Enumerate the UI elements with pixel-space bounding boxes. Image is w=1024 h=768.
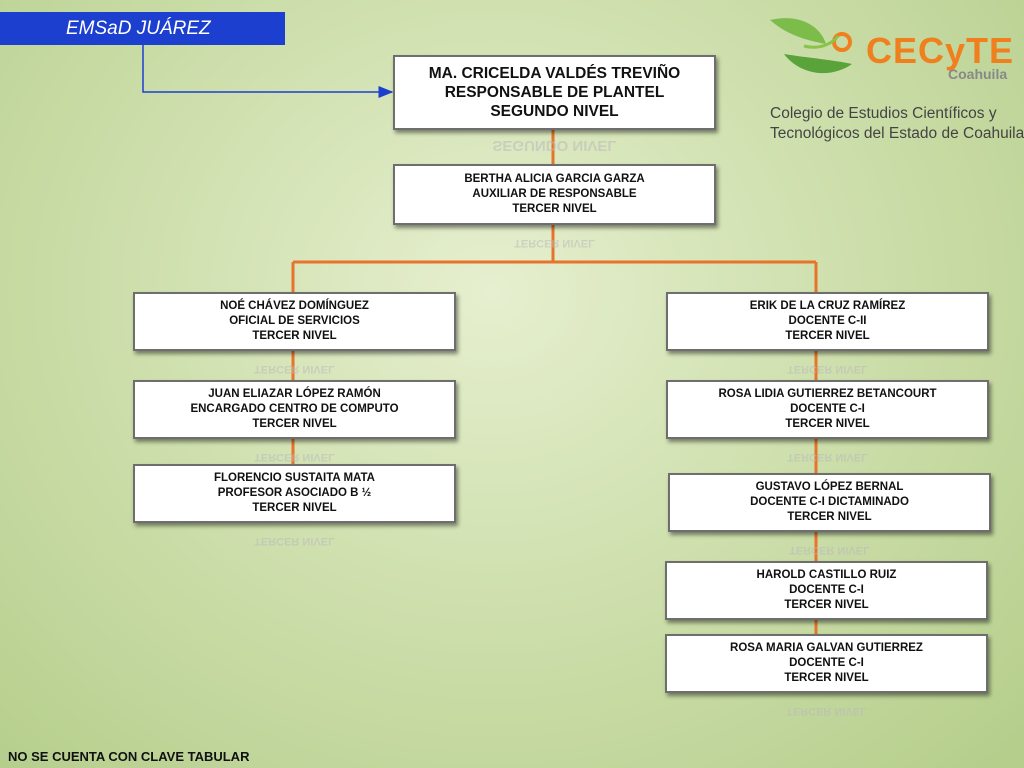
org-box-name: BERTHA ALICIA GARCIA GARZA	[464, 173, 645, 185]
org-box-left-1: NOÉ CHÁVEZ DOMÍNGUEZ OFICIAL DE SERVICIO…	[133, 292, 456, 351]
org-box-role: PROFESOR ASOCIADO B ½	[217, 487, 372, 499]
org-box-name: JUAN ELIAZAR LÓPEZ RAMÓN	[208, 388, 381, 400]
org-box-top: MA. CRICELDA VALDÉS TREVIÑO RESPONSABLE …	[393, 55, 716, 130]
logo-full-name: Colegio de Estudios Científicos y Tecnol…	[770, 104, 1024, 144]
org-box-name: MA. CRICELDA VALDÉS TREVIÑO	[428, 65, 681, 82]
org-box-right-1: ERIK DE LA CRUZ RAMÍREZ DOCENTE C-II TER…	[666, 292, 989, 351]
org-box-role: RESPONSABLE DE PLANTEL	[444, 84, 665, 101]
org-box-level: TERCER NIVEL	[785, 418, 870, 430]
org-box-left-2: JUAN ELIAZAR LÓPEZ RAMÓN ENCARGADO CENTR…	[133, 380, 456, 439]
reflection: SEGUNDO NIVEL	[492, 137, 617, 154]
org-box-level: TERCER NIVEL	[252, 418, 337, 430]
org-box-name: NOÉ CHÁVEZ DOMÍNGUEZ	[220, 300, 369, 312]
org-box-name: HAROLD CASTILLO RUIZ	[756, 569, 897, 581]
org-box-level: TERCER NIVEL	[784, 672, 869, 684]
logo-full-line2: Tecnológicos del Estado de Coahuila	[770, 125, 1024, 142]
reflection: TERCER NIVEL	[254, 451, 335, 463]
reflection: TERCER NIVEL	[786, 705, 867, 717]
org-box-right-3: GUSTAVO LÓPEZ BERNAL DOCENTE C-I DICTAMI…	[668, 473, 991, 532]
org-box-role: DOCENTE C-I	[789, 657, 864, 669]
org-box-right-4: HAROLD CASTILLO RUIZ DOCENTE C-I TERCER …	[665, 561, 988, 620]
org-box-level: TERCER NIVEL	[512, 203, 597, 215]
org-box-left-3: FLORENCIO SUSTAITA MATA PROFESOR ASOCIAD…	[133, 464, 456, 523]
leaf-emblem-icon	[770, 18, 852, 74]
org-box-assistant: BERTHA ALICIA GARCIA GARZA AUXILIAR DE R…	[393, 164, 716, 225]
header-arrow	[142, 45, 394, 98]
logo-full-line1: Colegio de Estudios Científicos y	[770, 105, 997, 122]
org-box-name: ROSA LIDIA GUTIERREZ BETANCOURT	[718, 388, 937, 400]
org-box-role: ENCARGADO CENTRO DE COMPUTO	[190, 403, 399, 415]
reflection: TERCER NIVEL	[789, 544, 870, 556]
org-box-role: DOCENTE C-I	[789, 584, 864, 596]
org-box-level: TERCER NIVEL	[785, 330, 870, 342]
reflection: TERCER NIVEL	[254, 535, 335, 547]
org-box-level: TERCER NIVEL	[787, 511, 872, 523]
org-box-level: SEGUNDO NIVEL	[490, 103, 619, 120]
org-box-level: TERCER NIVEL	[252, 502, 337, 514]
reflection: TERCER NIVEL	[254, 363, 335, 375]
logo-state: Coahuila	[948, 66, 1008, 82]
org-box-role: DOCENTE C-II	[788, 315, 867, 327]
org-box-name: ROSA MARIA GALVAN GUTIERREZ	[730, 642, 923, 654]
logo-brand: CECyTE	[866, 30, 1015, 71]
campus-label: EMSaD JUÁREZ	[0, 12, 285, 45]
org-box-name: GUSTAVO LÓPEZ BERNAL	[755, 481, 904, 493]
reflection: TERCER NIVEL	[787, 363, 868, 375]
org-box-level: TERCER NIVEL	[252, 330, 337, 342]
org-box-role: AUXILIAR DE RESPONSABLE	[472, 188, 637, 200]
org-box-name: ERIK DE LA CRUZ RAMÍREZ	[749, 300, 906, 312]
reflection: TERCER NIVEL	[514, 237, 595, 249]
org-box-right-5: ROSA MARIA GALVAN GUTIERREZ DOCENTE C-I …	[665, 634, 988, 693]
org-box-role: OFICIAL DE SERVICIOS	[229, 315, 360, 327]
reflection: TERCER NIVEL	[787, 451, 868, 463]
org-box-right-2: ROSA LIDIA GUTIERREZ BETANCOURT DOCENTE …	[666, 380, 989, 439]
cecyte-logo: CECyTE Coahuila Colegio de Estudios Cien…	[764, 12, 1024, 147]
footer-note: NO SE CUENTA CON CLAVE TABULAR	[8, 749, 250, 764]
org-box-level: TERCER NIVEL	[784, 599, 869, 611]
org-box-name: FLORENCIO SUSTAITA MATA	[214, 472, 375, 484]
org-box-role: DOCENTE C-I	[790, 403, 865, 415]
org-box-role: DOCENTE C-I DICTAMINADO	[750, 496, 909, 508]
